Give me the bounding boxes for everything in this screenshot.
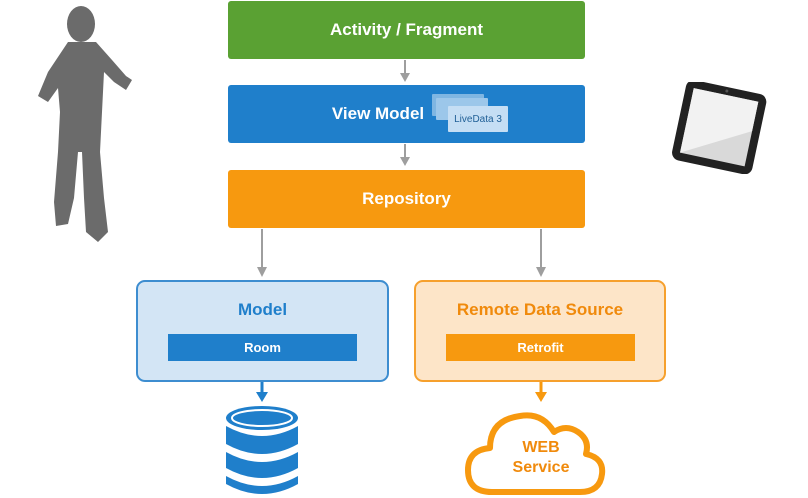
- livedata-label: LiveData 3: [454, 113, 502, 125]
- arrow-repository-to-remote: [536, 267, 546, 277]
- activity-fragment-label: Activity / Fragment: [329, 20, 484, 39]
- remote-data-source-title: Remote Data Source: [456, 300, 624, 319]
- arrow-repository-to-model: [257, 267, 267, 277]
- person-silhouette-icon: [38, 6, 132, 242]
- model-title: Model: [237, 300, 288, 319]
- retrofit-label: Retrofit: [517, 340, 564, 355]
- room-label: Room: [244, 340, 281, 355]
- viewmodel-layer: View Model: [228, 85, 585, 143]
- web-service-label: WEB Service: [496, 438, 586, 478]
- arrow-model-to-database: [256, 392, 268, 402]
- model-box: Model Room: [136, 280, 389, 382]
- repository-label: Repository: [362, 189, 451, 208]
- remote-data-source-box: Remote Data Source Retrofit: [414, 280, 666, 382]
- web-label-line2: Service: [512, 459, 570, 476]
- tablet-icon: [672, 82, 767, 174]
- room-bar: Room: [168, 334, 357, 361]
- database-icon: [226, 406, 298, 494]
- retrofit-bar: Retrofit: [446, 334, 635, 361]
- cloud-icon: [465, 412, 606, 495]
- arrow-remote-to-web: [535, 392, 547, 402]
- arrow-activity-to-viewmodel: [400, 73, 410, 82]
- viewmodel-label: View Model: [331, 104, 425, 123]
- activity-fragment-layer: Activity / Fragment: [228, 1, 585, 59]
- web-label-line1: WEB: [522, 439, 560, 456]
- arrow-viewmodel-to-repository: [400, 157, 410, 166]
- livedata-card-front: LiveData 3: [448, 106, 508, 132]
- repository-layer: Repository: [228, 170, 585, 228]
